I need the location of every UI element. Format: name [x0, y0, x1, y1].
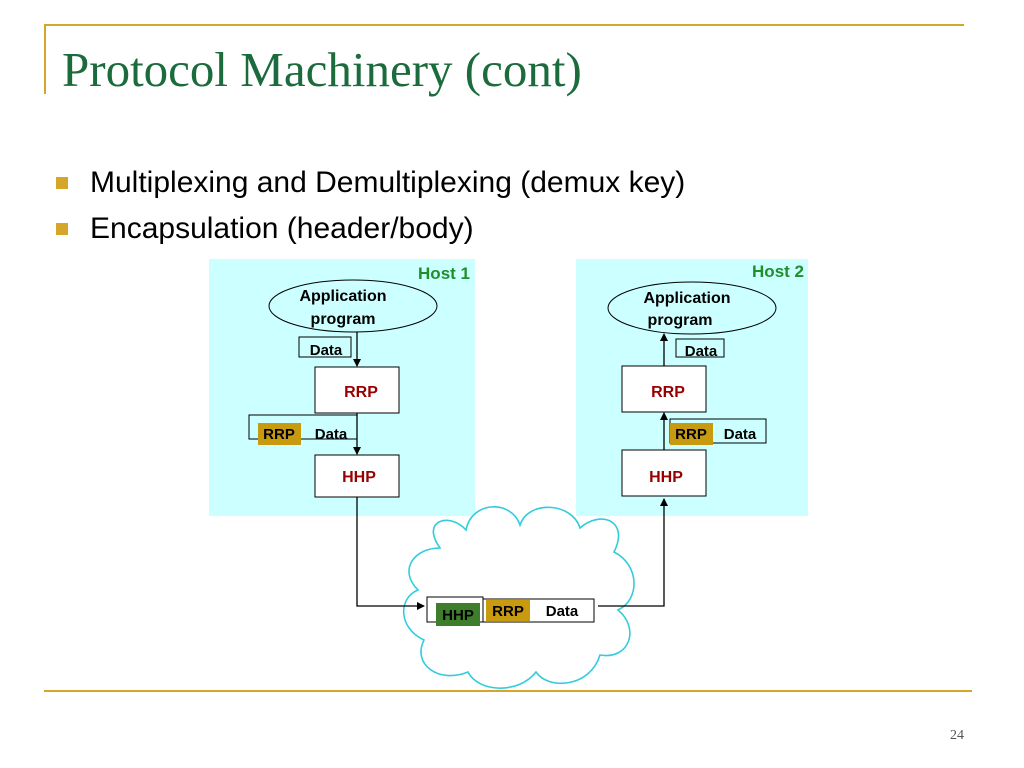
host-1-data-box	[298, 336, 352, 358]
host-2-data-label: Data	[685, 343, 718, 360]
host-2-hhp-label: HHP	[649, 469, 683, 486]
host-1-rrp-data-label: Data	[315, 426, 348, 443]
host-2-rrp-header-label: RRP	[675, 426, 707, 443]
network-rrp-header-label: RRP	[492, 603, 524, 620]
bullet-square-icon	[56, 223, 68, 235]
network-rrp-header	[486, 600, 530, 621]
slide-title: Protocol Machinery (cont)	[62, 42, 582, 97]
host-1-app-label-line2: program	[311, 311, 376, 328]
host-1-hhp-label: HHP	[342, 469, 376, 486]
host-2-rrp-label: RRP	[651, 384, 685, 401]
host-1-rrp-label: RRP	[344, 384, 378, 401]
network-hhp-header	[436, 603, 480, 626]
arrow-host1-to-network	[356, 497, 425, 610]
host-1-data-label: Data	[310, 342, 343, 359]
host-2-panel: Host 2 Application program Data RRP RRP …	[576, 259, 808, 516]
host-2-hhp-box	[621, 449, 707, 497]
network-cloud: HHP RRP Data	[402, 506, 635, 689]
host-1-rrp-header-label: RRP	[263, 426, 295, 443]
host-2-rrp-box	[621, 365, 707, 413]
title-frame-left-rule	[44, 24, 46, 94]
network-cloud-outline	[402, 506, 635, 689]
host-2-app-label-line1: Application	[643, 290, 730, 307]
host-2-application-program	[607, 281, 777, 335]
host-1-application-program	[268, 279, 438, 333]
footer-rule	[44, 690, 972, 692]
bullet-text: Encapsulation (header/body)	[90, 212, 474, 245]
network-hhp-header-label: HHP	[442, 607, 474, 624]
host-1-label: Host 1	[418, 264, 470, 283]
host-1-rrp-header	[258, 423, 301, 445]
arrow-network-to-host2	[598, 498, 668, 607]
bullet-text: Multiplexing and Demultiplexing (demux k…	[90, 166, 686, 199]
host-2-rrp-header	[670, 423, 713, 445]
host-1-panel: Host 1 Application program Data RRP RRP …	[209, 259, 475, 516]
host-2-rrp-data-label: Data	[724, 426, 757, 443]
network-data-label: Data	[546, 603, 579, 620]
host-2-label: Host 2	[752, 262, 804, 281]
bullet-square-icon	[56, 177, 68, 189]
page-number: 24	[950, 728, 964, 743]
title-frame-top-rule	[44, 24, 964, 26]
host-2-data-box	[675, 338, 725, 358]
host-1-app-label-line1: Application	[299, 288, 386, 305]
host-2-app-label-line2: program	[648, 312, 713, 329]
